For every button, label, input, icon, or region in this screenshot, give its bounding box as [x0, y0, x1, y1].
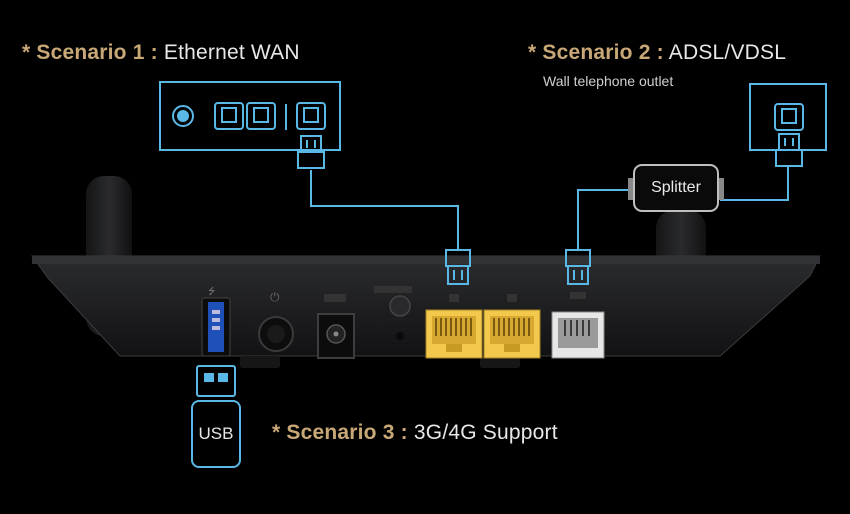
scenario-1-prefix: * Scenario 1 : [22, 41, 158, 64]
power-button: ⏻ [258, 290, 294, 352]
scenario-1-label: * Scenario 1 : Ethernet WAN [22, 41, 300, 65]
dsl-plug-router [565, 249, 591, 285]
svg-text:⏻: ⏻ [270, 290, 280, 304]
wall-telephone-outlet [749, 83, 827, 151]
usb-label: USB [198, 424, 234, 443]
splitter-label: Splitter [651, 179, 701, 196]
svg-text:⭍: ⭍ [208, 286, 216, 297]
scenario-3-label: * Scenario 3 : 3G/4G Support [272, 421, 558, 445]
scenario-2-sub: Wall telephone outlet [543, 73, 674, 89]
lan-port-2 [483, 294, 541, 359]
wan-plug-router [445, 249, 471, 285]
scenario-3-prefix: * Scenario 3 : [272, 421, 408, 444]
scenario-1-text: Ethernet WAN [163, 41, 300, 64]
scenario-2-text: ADSL/VDSL [668, 41, 787, 64]
scenario-2-label: * Scenario 2 : ADSL/VDSL [528, 41, 786, 65]
scenario-2-prefix: * Scenario 2 : [528, 41, 664, 64]
phone-plug-wall [775, 133, 803, 167]
wps-button [374, 286, 412, 340]
usb-dongle: USB [191, 400, 241, 468]
dc-power-jack [317, 294, 355, 359]
scenario-3-text: 3G/4G Support [413, 421, 558, 444]
usb-dongle-connector [196, 365, 236, 397]
dsl-port [551, 292, 605, 359]
cables [310, 166, 789, 250]
ethernet-wall-panel [159, 81, 341, 151]
splitter: Splitter [633, 164, 719, 212]
usb-port: ⭍ [201, 286, 231, 357]
lan-port-1 [425, 294, 483, 359]
wan-plug-top [297, 135, 325, 169]
